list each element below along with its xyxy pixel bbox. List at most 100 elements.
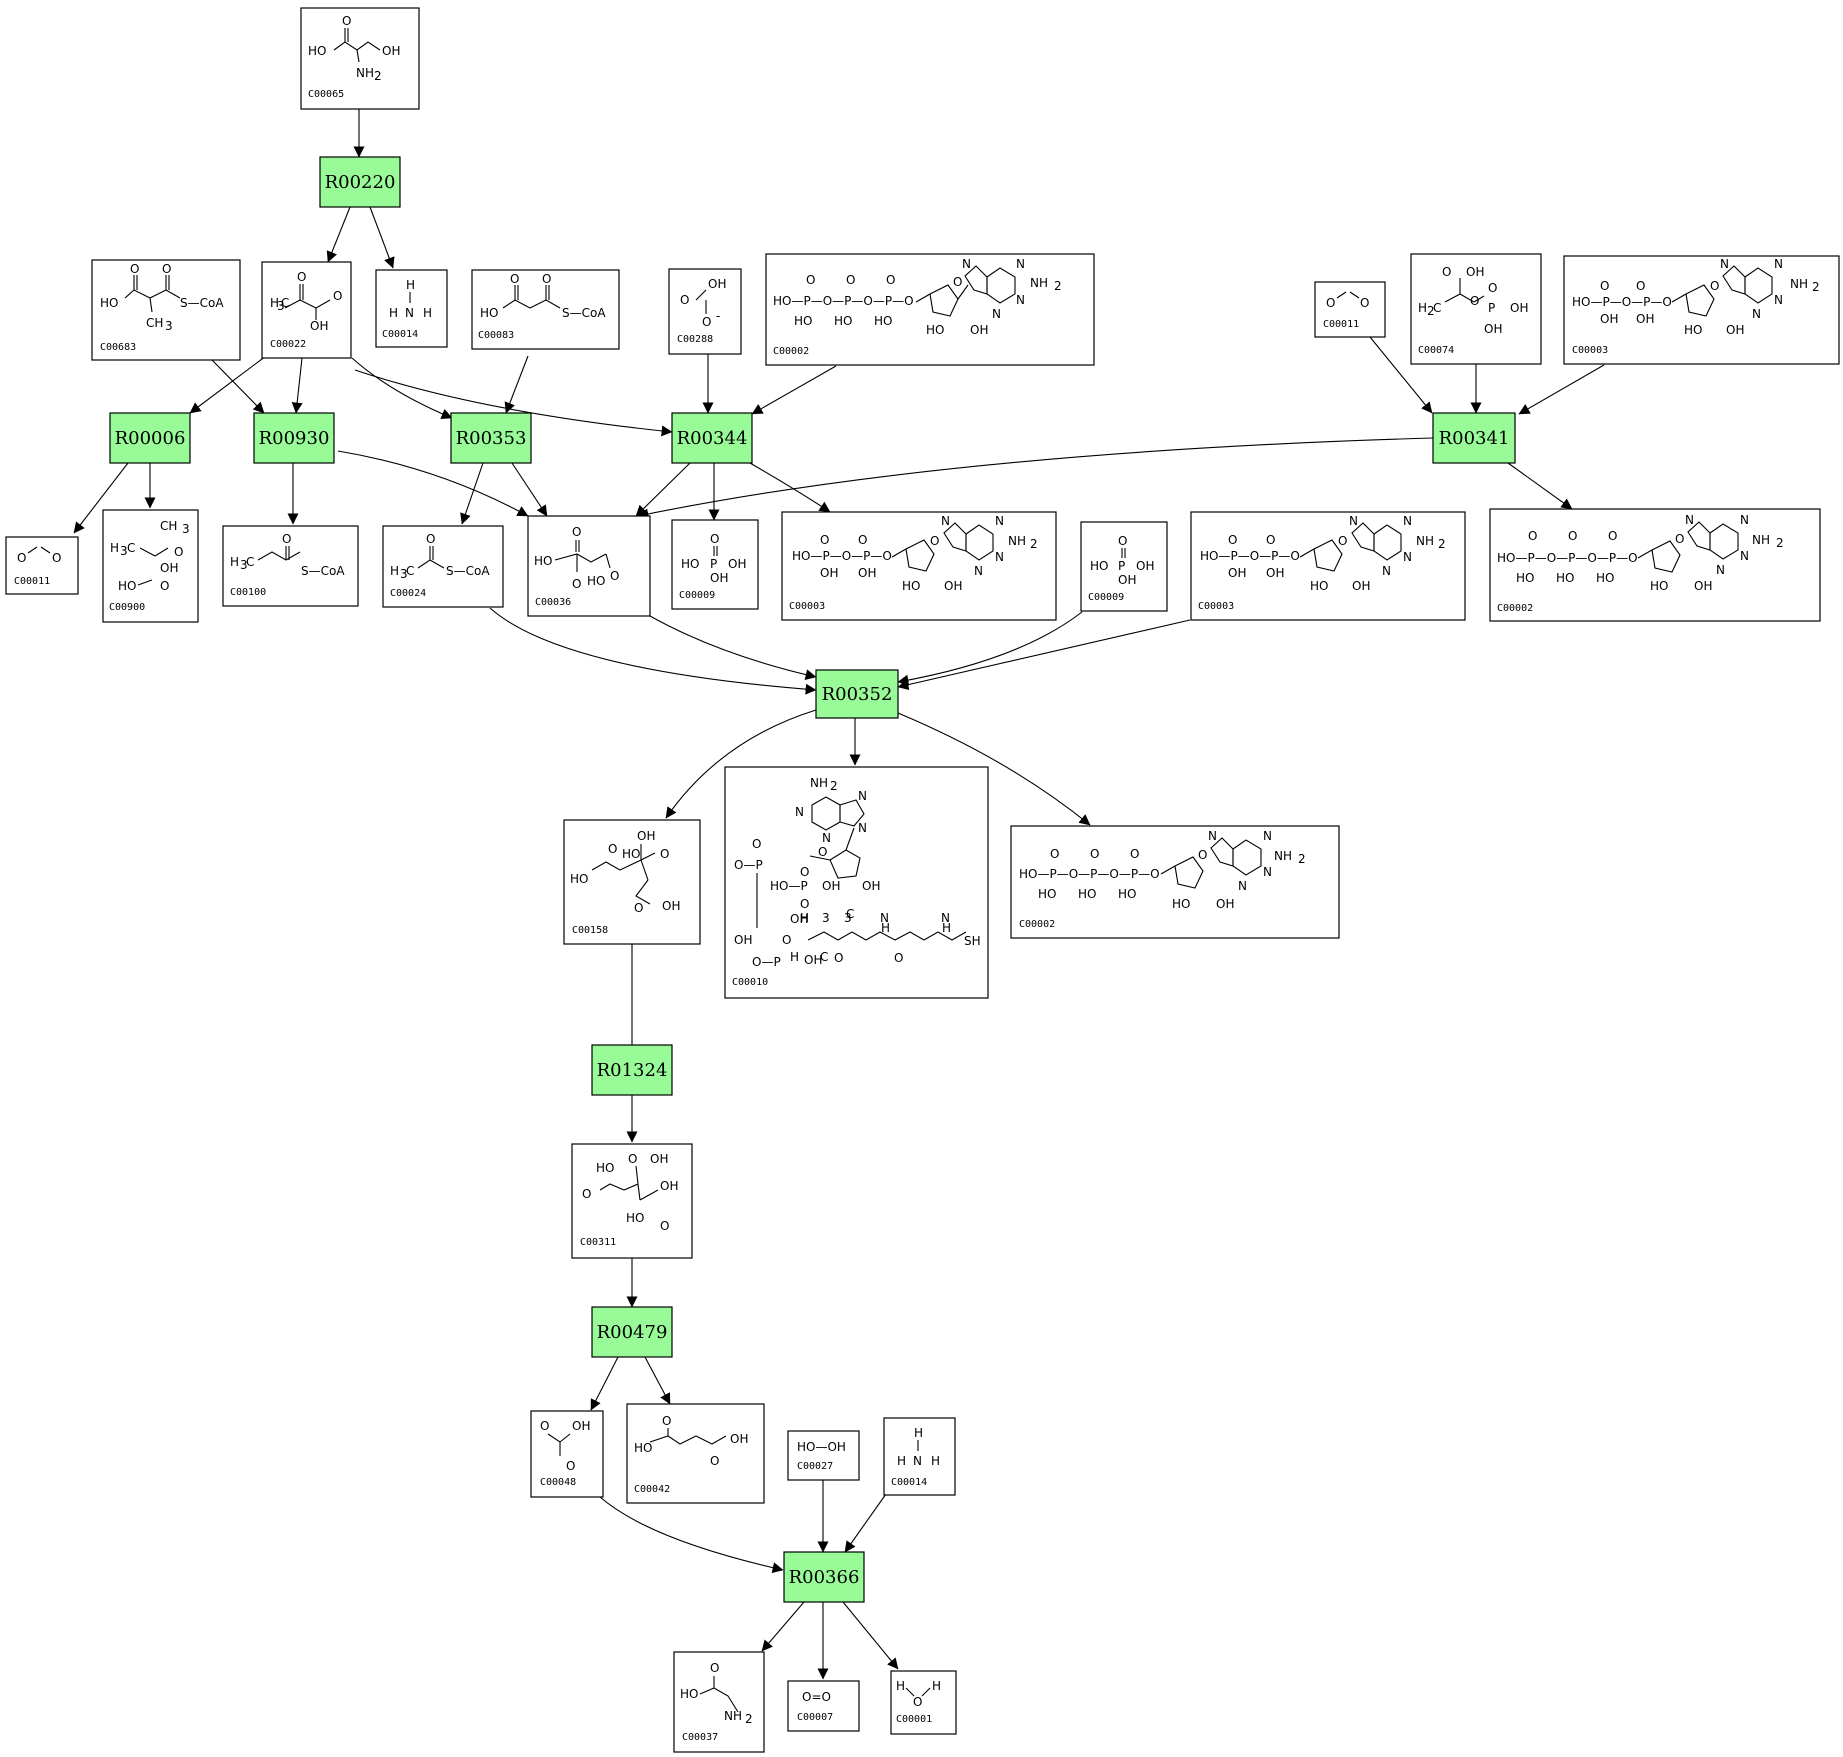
svg-text:C: C [1433, 301, 1441, 315]
svg-text:O: O [953, 275, 962, 289]
svg-text:3: 3 [120, 544, 128, 558]
reaction-r00930[interactable]: R00930 [253, 412, 335, 464]
svg-text:OH: OH [734, 933, 752, 947]
svg-text:2: 2 [1438, 537, 1446, 551]
svg-text:N: N [880, 911, 889, 925]
compound-c00288[interactable]: OH O O - C00288 [668, 268, 742, 355]
compound-c00158[interactable]: OH O HO O HO O OH C00158 [563, 819, 701, 945]
svg-text:O: O [660, 1219, 669, 1233]
reaction-label: R00930 [259, 428, 330, 449]
compound-c00014-top[interactable]: H H N H C00014 [375, 269, 448, 348]
compound-c00036[interactable]: O HO O HO O C00036 [527, 515, 651, 617]
compound-c00007[interactable]: O=O C00007 [787, 1680, 860, 1732]
svg-text:HO: HO [902, 579, 920, 593]
reaction-r00344[interactable]: R00344 [671, 412, 753, 464]
compound-c00683[interactable]: HO O O S—CoA CH 3 C00683 [91, 259, 241, 361]
svg-text:O: O [1266, 533, 1275, 547]
reaction-r00220[interactable]: R00220 [319, 156, 401, 208]
compound-c00100[interactable]: H 3 C O S—CoA C00100 [222, 525, 359, 607]
svg-text:O: O [894, 951, 903, 965]
svg-text:NH: NH [810, 776, 828, 790]
edge-r00006-c00011b [73, 462, 129, 534]
compound-c00074[interactable]: O OH H 2 C O P OH O OH C00074 [1410, 253, 1542, 365]
compound-c00083[interactable]: O O HO S—CoA C00083 [471, 269, 620, 350]
compound-c00311[interactable]: O OH HO O OH HO O C00311 [571, 1143, 693, 1259]
compound-c00010[interactable]: NH 2 N N N N O OH O—P O O HO—P O OH OH O… [724, 766, 989, 999]
compound-c00011-left[interactable]: O O C00011 [5, 536, 79, 595]
svg-text:O: O [610, 569, 619, 583]
compound-c00003-top[interactable]: O O HO—P—O—P—O OH OH NH 2 N N N N O HO O… [1563, 255, 1840, 365]
svg-text:OH: OH [1484, 322, 1502, 336]
compound-c00009-mid[interactable]: O HO P OH OH C00009 [671, 519, 759, 610]
reaction-r01324[interactable]: R01324 [591, 1044, 673, 1096]
reaction-r00006[interactable]: R00006 [109, 412, 191, 464]
svg-text:OH: OH [1636, 312, 1654, 326]
svg-text:O: O [174, 545, 183, 559]
svg-text:HO—P—O—P—O—P—O: HO—P—O—P—O—P—O [1019, 867, 1160, 881]
svg-text:O: O [1118, 534, 1127, 548]
compound-id: C00014 [382, 329, 418, 340]
svg-text:N: N [858, 821, 867, 835]
compound-c00003-right[interactable]: O O HO—P—O—P—O OH OH NH 2 N N N N O HO O… [1190, 511, 1466, 621]
svg-text:O—P: O—P [734, 858, 763, 872]
svg-text:HO: HO [596, 1161, 614, 1175]
compound-c00022[interactable]: O H 3 C O OH C00022 [261, 261, 352, 359]
svg-text:O: O [1488, 281, 1497, 295]
svg-text:O: O [1608, 529, 1617, 543]
compound-c00002-lower[interactable]: O O O HO—P—O—P—O—P—O HO HO HO NH 2 N N N… [1010, 825, 1340, 939]
compound-c00024[interactable]: H 3 C O S—CoA C00024 [382, 525, 504, 608]
svg-text:O: O [130, 262, 139, 276]
reaction-r00352[interactable]: R00352 [815, 669, 899, 719]
svg-text:N: N [1263, 829, 1272, 843]
svg-text:NH: NH [1790, 277, 1808, 291]
svg-text:N: N [941, 911, 950, 925]
svg-text:HO: HO [874, 314, 892, 328]
svg-text:O: O [1360, 296, 1369, 310]
reaction-r00479[interactable]: R00479 [591, 1306, 673, 1358]
svg-text:NH: NH [1752, 533, 1770, 547]
compound-c00042[interactable]: O HO O OH C00042 [626, 1403, 765, 1504]
reaction-r00353[interactable]: R00353 [450, 412, 532, 464]
edge-c00024-r00352 [489, 607, 817, 695]
compound-c00037[interactable]: O HO NH 2 C00037 [673, 1651, 765, 1753]
edge-c00022-r00353 [351, 357, 453, 420]
svg-text:H: H [897, 1454, 906, 1468]
compound-c00014-bottom[interactable]: H H N H C00014 [883, 1417, 956, 1496]
svg-text:O: O [297, 270, 306, 284]
compound-c00002-right[interactable]: O O O HO—P—O—P—O—P—O HO HO HO NH 2 N N N… [1489, 508, 1821, 622]
compound-c00048[interactable]: O OH O C00048 [530, 1410, 604, 1498]
reaction-r00341[interactable]: R00341 [1432, 412, 1516, 464]
compound-c00003-mid[interactable]: O O HO—P—O—P—O OH OH NH 2 N N N N O HO O… [781, 511, 1057, 621]
svg-text:O: O [660, 847, 669, 861]
svg-text:NH: NH [1274, 849, 1292, 863]
compound-id: C00003 [789, 601, 825, 612]
svg-text:O: O [834, 951, 843, 965]
svg-text:SH: SH [964, 934, 981, 948]
compound-id: C00002 [773, 346, 809, 357]
svg-text:O: O [1636, 279, 1645, 293]
svg-text:HO—P—O—P—O—P—O: HO—P—O—P—O—P—O [1497, 551, 1638, 565]
reaction-label: R00366 [789, 1567, 860, 1588]
compound-c00011-top[interactable]: O O C00011 [1314, 281, 1386, 338]
svg-text:O: O [628, 1152, 637, 1166]
svg-text:O: O [52, 551, 61, 565]
edge-r00353-c00036 [511, 462, 548, 517]
compound-c00900[interactable]: CH 3 H 3 C O OH HO O C00900 [102, 509, 199, 623]
compound-id: C00042 [634, 1484, 670, 1495]
reaction-r00366[interactable]: R00366 [783, 1551, 865, 1603]
reaction-label: R00220 [325, 172, 396, 193]
svg-text:N: N [1752, 307, 1761, 321]
compound-c00027[interactable]: HO—OH C00027 [787, 1430, 860, 1481]
edge-r00220-c00014a [369, 206, 395, 269]
reaction-label: R00341 [1439, 428, 1510, 449]
svg-text:OH: OH [662, 899, 680, 913]
svg-text:N: N [1349, 514, 1358, 528]
svg-text:HO: HO [480, 306, 498, 320]
compound-c00009-right[interactable]: O HO P OH OH C00009 [1080, 521, 1168, 612]
compound-c00001[interactable]: H O H C00001 [890, 1670, 957, 1735]
svg-text:OH: OH [1352, 579, 1370, 593]
svg-text:OH: OH [1694, 579, 1712, 593]
edges [73, 109, 1605, 1680]
compound-c00002-top[interactable]: O O O HO—P—O—P—O—P—O HO HO HO NH 2 N N N… [765, 253, 1095, 366]
compound-c00065[interactable]: HO O OH NH 2 C00065 [300, 7, 420, 110]
